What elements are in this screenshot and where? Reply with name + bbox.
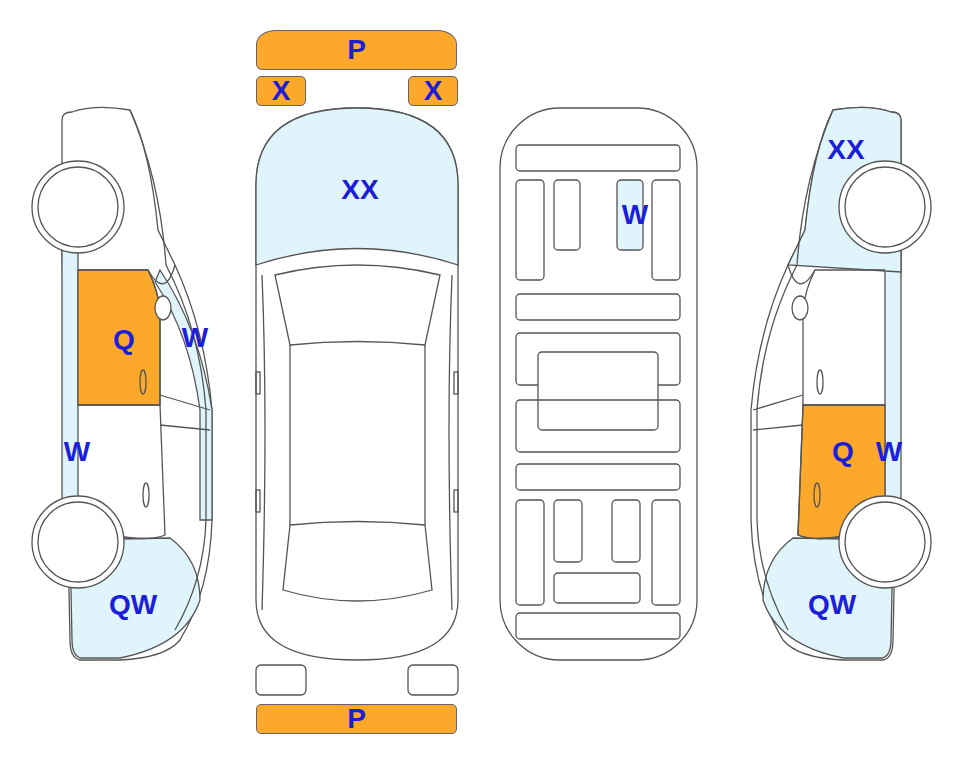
damage-code: W: [876, 438, 902, 466]
underbody-view: [500, 108, 697, 660]
damage-code: P: [347, 36, 366, 64]
damage-code: XX: [827, 136, 864, 164]
damage-code: Q: [113, 326, 135, 354]
bumper-panel: P: [256, 30, 457, 70]
damage-code: Q: [832, 438, 854, 466]
front-door: [78, 270, 160, 405]
bumper-panel: P: [256, 704, 457, 734]
left-side-view: [32, 107, 212, 660]
damage-code: P: [347, 705, 366, 733]
damage-code: QW: [109, 591, 157, 619]
hood: [256, 108, 458, 265]
damage-code: W: [622, 201, 648, 229]
damage-code: W: [182, 324, 208, 352]
damage-code: X: [272, 77, 291, 105]
damage-code: QW: [808, 591, 856, 619]
damage-code: X: [424, 77, 443, 105]
top-view: [256, 108, 458, 695]
right-side-view: [751, 107, 931, 660]
bumper-panel: X: [256, 76, 306, 106]
damage-code: W: [64, 438, 90, 466]
bumper-panel: X: [408, 76, 458, 106]
damage-code: XX: [341, 176, 378, 204]
